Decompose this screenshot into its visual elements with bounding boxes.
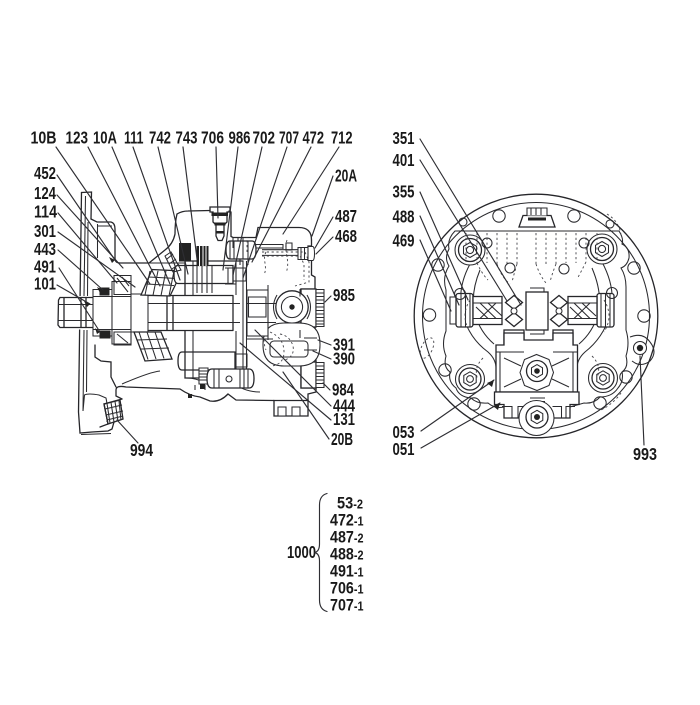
svg-text:131: 131 <box>333 409 355 429</box>
svg-text:487-2: 487-2 <box>330 529 364 547</box>
svg-text:472: 472 <box>303 128 325 148</box>
svg-text:742: 742 <box>149 128 171 148</box>
svg-text:053: 053 <box>393 422 415 442</box>
svg-text:443: 443 <box>34 239 56 259</box>
svg-text:051: 051 <box>393 439 415 459</box>
svg-text:994: 994 <box>130 440 153 460</box>
svg-text:301: 301 <box>34 221 56 241</box>
svg-text:101: 101 <box>34 274 56 294</box>
svg-text:10B: 10B <box>31 128 57 148</box>
svg-text:986: 986 <box>229 128 251 148</box>
svg-text:114: 114 <box>34 202 57 222</box>
svg-text:20A: 20A <box>335 166 357 186</box>
svg-text:985: 985 <box>333 285 355 305</box>
svg-text:743: 743 <box>176 128 198 148</box>
svg-text:702: 702 <box>253 128 276 148</box>
svg-text:53-2: 53-2 <box>337 495 363 513</box>
svg-text:351: 351 <box>393 128 415 148</box>
svg-text:707: 707 <box>279 128 299 148</box>
svg-text:391: 391 <box>333 335 355 355</box>
svg-text:488-2: 488-2 <box>330 546 364 564</box>
svg-text:712: 712 <box>331 128 353 148</box>
svg-text:491-1: 491-1 <box>330 563 364 581</box>
svg-text:20B: 20B <box>331 429 353 449</box>
svg-text:401: 401 <box>393 150 415 170</box>
svg-text:472-1: 472-1 <box>330 512 364 530</box>
svg-text:1000: 1000 <box>287 542 316 562</box>
svg-text:111: 111 <box>124 128 144 148</box>
svg-text:706: 706 <box>201 128 224 148</box>
svg-text:355: 355 <box>393 182 415 202</box>
svg-text:390: 390 <box>333 349 355 369</box>
svg-text:707-1: 707-1 <box>330 597 364 615</box>
svg-text:124: 124 <box>34 183 56 203</box>
svg-text:444: 444 <box>333 396 355 416</box>
svg-text:491: 491 <box>34 257 56 277</box>
svg-text:993: 993 <box>633 444 657 464</box>
svg-text:706-1: 706-1 <box>330 580 364 598</box>
svg-text:123: 123 <box>66 128 89 148</box>
svg-text:488: 488 <box>393 207 415 227</box>
svg-text:452: 452 <box>34 163 56 183</box>
svg-text:468: 468 <box>335 226 357 246</box>
svg-text:469: 469 <box>393 231 415 251</box>
svg-text:984: 984 <box>332 380 354 400</box>
svg-text:487: 487 <box>335 206 357 226</box>
svg-text:10A: 10A <box>93 128 117 148</box>
